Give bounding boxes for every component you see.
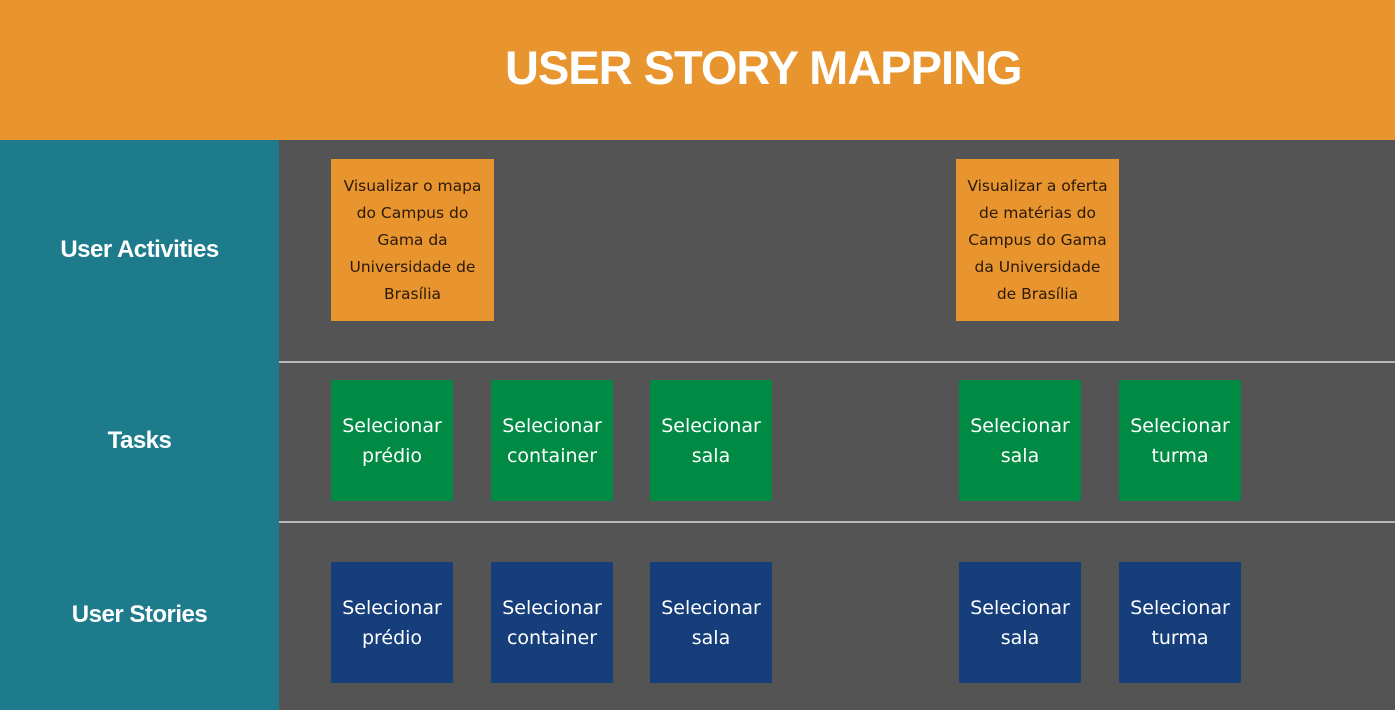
user-story-card[interactable]: Selecionar prédio <box>331 562 453 683</box>
user-story-card-text: Selecionar sala <box>970 596 1070 649</box>
story-map-canvas: Visualizar o mapa do Campus do Gama da U… <box>279 140 1395 710</box>
user-story-card-text: Selecionar prédio <box>342 596 442 649</box>
task-card-text: Selecionar prédio <box>342 414 442 467</box>
user-story-card-text: Selecionar container <box>502 596 602 649</box>
user-story-card[interactable]: Selecionar container <box>491 562 613 683</box>
task-card[interactable]: Selecionar sala <box>650 380 772 501</box>
task-card[interactable]: Selecionar prédio <box>331 380 453 501</box>
activity-card-text: Visualizar o mapa do Campus do Gama da U… <box>343 176 482 303</box>
page-title: USER STORY MAPPING <box>505 41 1023 94</box>
user-story-card[interactable]: Selecionar turma <box>1119 562 1241 683</box>
activity-card[interactable]: Visualizar a oferta de matérias do Campu… <box>956 159 1119 321</box>
user-story-card-text: Selecionar sala <box>661 596 761 649</box>
task-card[interactable]: Selecionar turma <box>1119 380 1241 501</box>
user-story-card-text: Selecionar turma <box>1130 596 1230 649</box>
task-card-text: Selecionar turma <box>1130 414 1230 467</box>
row-label-user-stories: User Stories <box>71 601 208 628</box>
activity-card[interactable]: Visualizar o mapa do Campus do Gama da U… <box>331 159 494 321</box>
task-card-text: Selecionar sala <box>970 414 1070 467</box>
task-card-text: Selecionar sala <box>661 414 761 467</box>
row-labels-sidebar: User Activities Tasks User Stories <box>0 140 279 710</box>
task-card[interactable]: Selecionar container <box>491 380 613 501</box>
row-divider-activities-tasks <box>279 361 1395 363</box>
user-story-card[interactable]: Selecionar sala <box>650 562 772 683</box>
row-label-tasks: Tasks <box>107 427 172 454</box>
header-banner: USER STORY MAPPING <box>0 0 1395 140</box>
row-divider-tasks-stories <box>279 521 1395 523</box>
task-card[interactable]: Selecionar sala <box>959 380 1081 501</box>
activity-card-text: Visualizar a oferta de matérias do Campu… <box>967 176 1108 303</box>
user-story-card[interactable]: Selecionar sala <box>959 562 1081 683</box>
task-card-text: Selecionar container <box>502 414 602 467</box>
row-label-user-activities: User Activities <box>60 236 219 263</box>
